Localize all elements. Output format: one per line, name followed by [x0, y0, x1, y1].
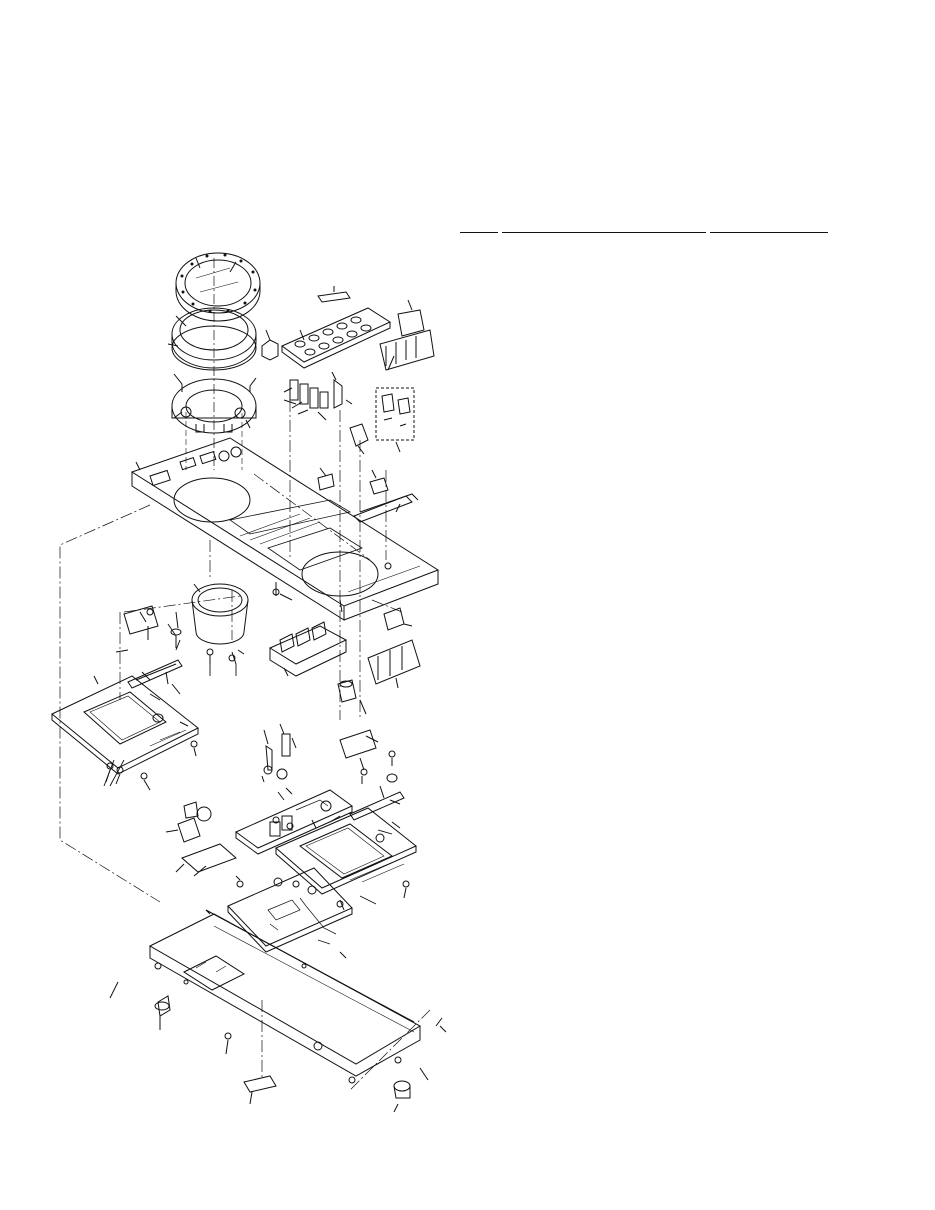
column-rule-description	[710, 232, 828, 233]
left-lcd	[83, 691, 167, 745]
tact-switch-keys	[289, 379, 329, 409]
right-lcd	[299, 823, 393, 879]
bottom-label	[243, 1075, 277, 1093]
bottom-chassis	[109, 909, 447, 1113]
switch-block-large	[268, 625, 348, 665]
left-jog-opening	[173, 477, 251, 523]
right-display-pcb	[275, 729, 417, 911]
top-panel-cutouts	[149, 446, 242, 487]
connector-bracket	[181, 843, 237, 873]
column-rule-part-no	[502, 232, 706, 233]
button-holes	[294, 316, 372, 356]
function-button	[397, 309, 425, 337]
column-rule-ref	[460, 232, 498, 233]
screw-right	[435, 1017, 447, 1033]
right-bracket	[339, 729, 377, 759]
screw-left	[109, 981, 119, 999]
bottom-recess	[182, 955, 246, 991]
center-switch-blocks	[268, 562, 421, 715]
right-switch-holder	[367, 639, 421, 685]
lower-pcb	[165, 801, 353, 959]
top-panel-outline	[130, 437, 440, 607]
foot-left	[154, 1001, 170, 1011]
jog-dial-assembly	[167, 252, 261, 470]
jog-dial-holes	[180, 253, 257, 313]
lower-pcb-outline	[227, 867, 353, 947]
foot-right	[393, 1080, 411, 1092]
top-panel-chassis	[130, 437, 440, 621]
leader-ticks	[103, 623, 393, 905]
center-pcb	[235, 723, 353, 855]
jog-dial-top-plate	[175, 252, 261, 314]
left-display-pcb	[51, 675, 199, 791]
button-panel-assembly	[261, 286, 435, 455]
fader-slot	[353, 495, 413, 523]
jog-screw-right	[249, 377, 257, 392]
button-holder	[379, 329, 435, 371]
parts-table-header	[460, 226, 832, 236]
jog-screw-left	[173, 373, 183, 392]
label-plate	[317, 291, 351, 303]
bottom-case-outline	[148, 913, 422, 1065]
left-jog-sensor-assembly	[115, 583, 249, 723]
left-jog-cylinder	[191, 583, 249, 617]
left-fader	[127, 659, 183, 689]
left-bracket	[123, 605, 159, 635]
